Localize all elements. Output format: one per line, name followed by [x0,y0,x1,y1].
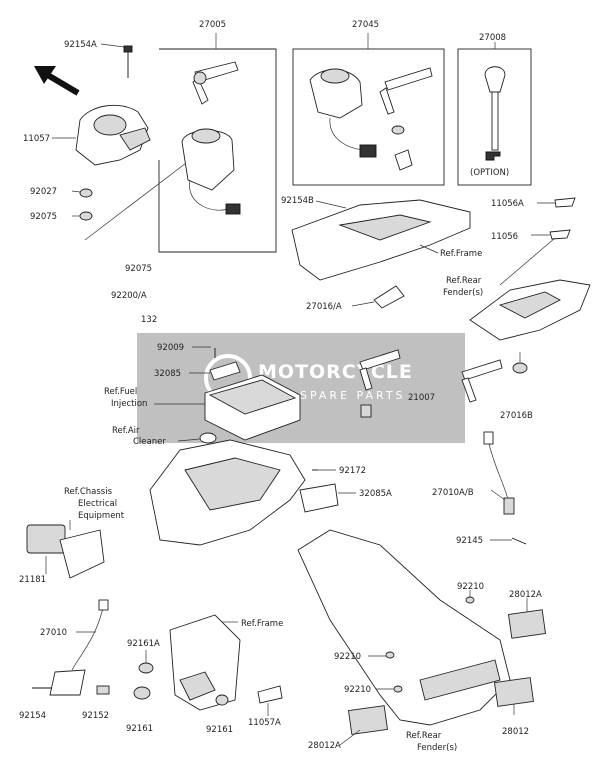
relay-21181 [26,520,105,579]
key-blank-27008 [484,66,506,161]
label-27045: 27045 [352,20,379,30]
sensor-27010ab [483,431,515,515]
reflector-28012a-bottom [339,705,389,746]
sensor-27010 [49,599,109,696]
label-32085: 32085 [154,369,181,379]
washer-92075-top [72,211,93,221]
label-ref-fuel-2: Injection [111,399,147,409]
watermark-subtitle: SPARE PARTS [300,389,406,402]
label-92210-a: 92210 [457,582,484,592]
kit-box-27005 [158,33,277,253]
label-11056: 11056 [491,232,518,242]
label-ref-air-1: Ref.Air [112,426,140,436]
label-92172: 92172 [339,466,366,476]
rear-fender-part [469,197,591,341]
label-92210-b: 92210 [334,652,361,662]
label-ref-frame-top: Ref.Frame [440,249,482,259]
label-92161-b: 92161 [206,725,233,735]
label-11056a: 11056A [491,199,524,209]
label-ref-rear-b1: Ref.Rear [406,731,442,741]
kit-box-27008 [457,42,532,186]
reflector-28012 [493,677,535,715]
key-set-27005 [192,61,239,105]
label-92009: 92009 [157,343,184,353]
label-21181: 21181 [19,575,46,585]
spring-92145 [490,537,527,545]
screw-92009 [192,346,216,358]
part-labels: 27005 27045 27008 92154A 11057 92027 920… [19,20,542,753]
label-27016b: 27016B [500,411,533,421]
label-92161a: 92161A [127,639,160,649]
label-92154a: 92154A [64,40,97,50]
label-32085a: 32085A [359,489,392,499]
air-cleaner-case [149,432,356,546]
reflector-28012a-top [507,598,547,639]
label-ref-fuel-1: Ref.Fuel [104,387,137,397]
label-ref-rear-1: Ref.Rear [446,276,482,286]
label-28012a-bottom: 28012A [308,741,341,751]
label-28012: 28012 [502,727,529,737]
ignition-switch-housing [52,104,151,166]
label-92200a: 92200/A [111,291,147,301]
label-27008: 27008 [479,33,506,43]
sidestand-bracket [169,614,283,716]
label-132: 132 [141,315,157,325]
label-92154b: 92154B [281,196,314,206]
label-ref-rear-2: Fender(s) [443,288,483,298]
kit-box-27045 [292,33,445,186]
label-ref-air-2: Cleaner [133,437,166,447]
ignition-lock-cylinder [181,128,241,215]
label-27016a: 27016/A [306,302,342,312]
label-ref-chassis-1: Ref.Chassis [64,487,113,497]
collar-92152 [96,685,110,695]
key-set-27016b [461,352,528,403]
label-ref-frame-bottom: Ref.Frame [241,619,283,629]
bolt-92154a [100,43,133,78]
label-28012a-top: 28012A [509,590,542,600]
label-27010: 27010 [40,628,67,638]
label-11057: 11057 [23,134,50,144]
label-21007: 21007 [408,393,435,403]
label-ref-rear-b2: Fender(s) [417,743,457,753]
label-92075-mid: 92075 [125,264,152,274]
label-92152: 92152 [82,711,109,721]
watermark-title: MOTORCYCLE [258,361,413,383]
watermark: MOTORCYCLE SPARE PARTS [137,333,465,443]
arrow-up-left-icon [34,66,80,96]
label-92145: 92145 [456,536,483,546]
label-27010ab: 27010A/B [432,488,474,498]
switch-27016a [351,285,405,309]
label-92154: 92154 [19,711,46,721]
label-ref-chassis-3: Equipment [78,511,125,521]
washer-92027 [71,188,93,198]
label-option: (OPTION) [470,168,509,178]
rear-fender-lower [297,529,511,726]
frame-bracket [291,199,471,281]
key-set-21007 [359,349,401,418]
label-92075-top: 92075 [30,212,57,222]
label-27005: 27005 [199,20,226,30]
label-ref-chassis-2: Electrical [78,499,117,509]
label-92210-c: 92210 [344,685,371,695]
label-92161-a: 92161 [126,724,153,734]
ignition-switch-27045 [309,67,433,171]
clip-32085 [189,361,241,381]
label-11057a: 11057A [248,718,281,728]
grommet-92161 [133,650,154,700]
label-92027: 92027 [30,187,57,197]
ecu-unit [154,374,301,441]
